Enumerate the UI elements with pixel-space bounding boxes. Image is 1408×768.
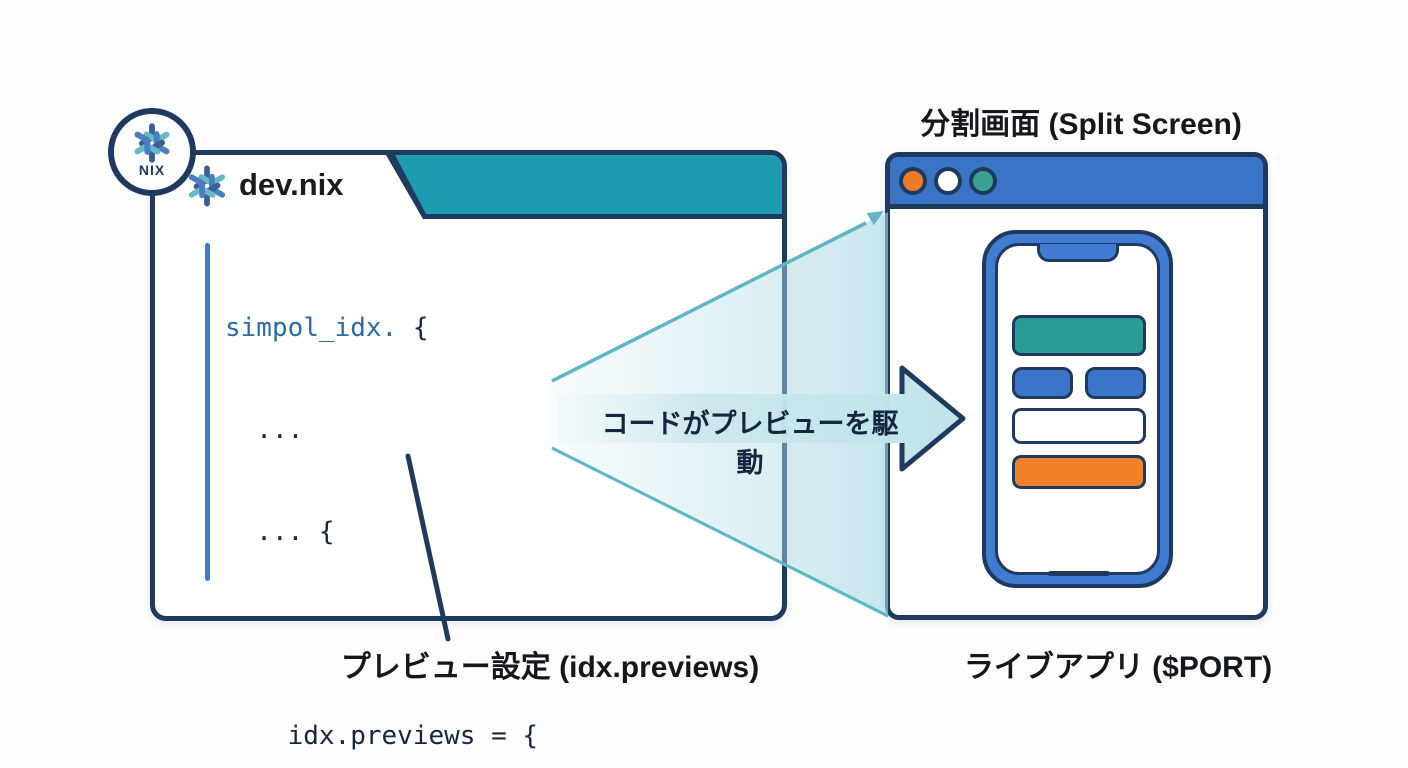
phone-block-blue-right [1085,367,1146,399]
code-gutter-line [205,243,210,581]
header-teal-flag [386,155,782,219]
code-line: ... { [225,517,335,547]
phone-block-white [1012,408,1146,444]
beam-top-arrowhead-icon [866,211,884,226]
code-line: idx.previews = { [225,721,539,751]
phone-block-teal [1012,315,1146,356]
preview-window [885,152,1268,620]
nix-badge-label: NIX [138,162,166,178]
code-line: ... [225,415,304,445]
phone-home-indicator [1048,571,1110,576]
header-teal-flag-fill [386,155,782,219]
traffic-light-teal-icon [969,166,997,195]
phone-screen [995,243,1160,576]
nix-badge: NIX [108,108,196,196]
phone-block-orange [1012,455,1146,489]
live-app-caption: ライブアプリ ($PORT) [963,651,1273,684]
code-line: simpol_idx. { [225,311,538,345]
preview-window-title: 分割画面 (Split Screen) [920,108,1242,141]
code-keyword: simpol_idx. [225,313,398,343]
phone-block-blue-left [1012,367,1073,399]
phone-notch [1036,244,1119,262]
code-window: dev.nix simpol_idx. { ... ... { idx.prev… [150,150,787,751]
code-block: simpol_idx. { ... ... { idx.previews = {… [225,243,538,768]
code-window-title: dev.nix [239,167,344,202]
code-window-header: dev.nix [155,155,782,219]
browser-titlebar [890,157,1263,209]
traffic-light-orange-icon [899,166,927,195]
code-brace: { [397,313,429,343]
traffic-light-white-icon [934,166,962,195]
code-caption: プレビュー設定 (idx.previews) [340,651,760,684]
nix-snowflake-icon [134,123,170,163]
nix-snowflake-icon [188,165,226,207]
phone-mockup [982,230,1173,588]
